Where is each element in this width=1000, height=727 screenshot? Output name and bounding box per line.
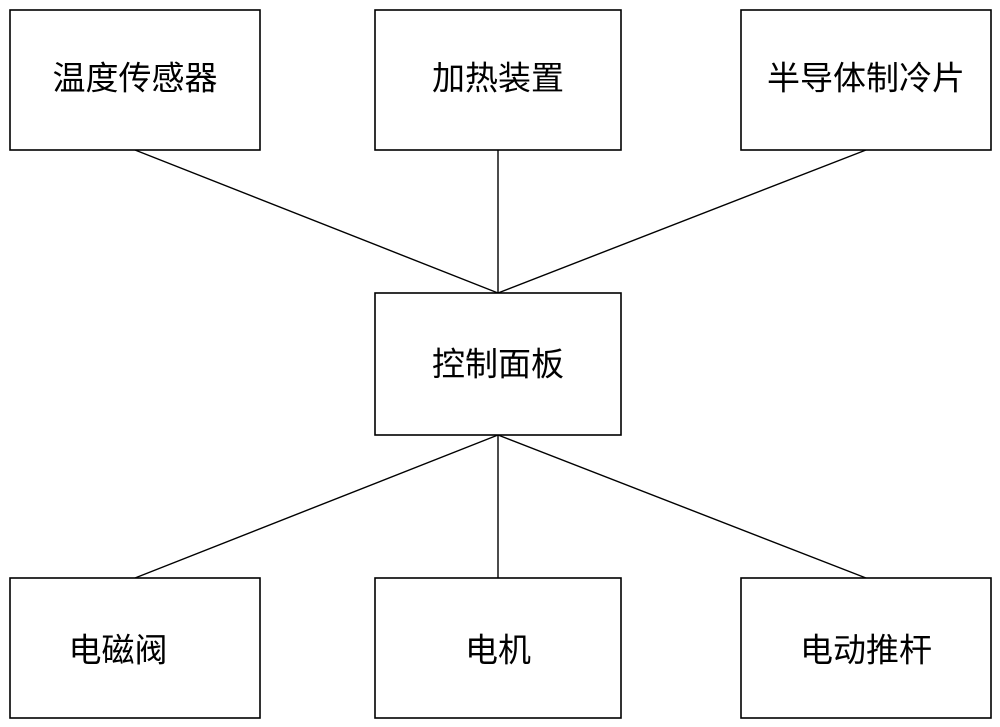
- node-actuator-label: 电动推杆: [800, 631, 932, 670]
- node-peltier: 半导体制冷片: [740, 9, 992, 151]
- node-solenoid-valve-label: 电磁阀: [69, 631, 168, 670]
- connectors: [134, 149, 867, 579]
- node-control-panel-label: 控制面板: [432, 345, 564, 384]
- node-control-panel: 控制面板: [374, 292, 622, 436]
- edge-control-panel-to-actuator: [497, 434, 867, 579]
- node-temp-sensor-label: 温度传感器: [53, 59, 218, 98]
- node-peltier-label: 半导体制冷片: [767, 59, 965, 98]
- node-solenoid-valve: 电磁阀: [9, 577, 261, 719]
- node-actuator: 电动推杆: [740, 577, 992, 719]
- node-temp-sensor: 温度传感器: [9, 9, 261, 151]
- node-heater-label: 加热装置: [432, 59, 564, 98]
- node-heater: 加热装置: [374, 9, 622, 151]
- node-motor-label: 电机: [465, 631, 531, 670]
- edge-control-panel-to-solenoid-valve: [134, 434, 499, 579]
- node-motor: 电机: [374, 577, 622, 719]
- edge-peltier-to-control-panel: [497, 149, 867, 294]
- edge-temp-sensor-to-control-panel: [134, 149, 499, 294]
